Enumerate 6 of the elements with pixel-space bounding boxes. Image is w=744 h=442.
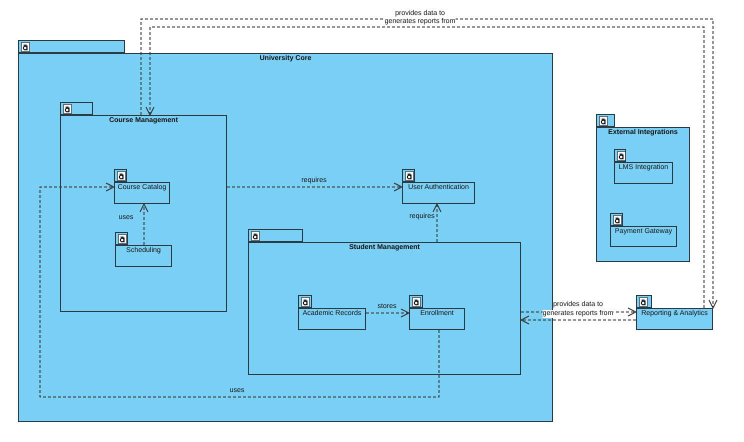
dependency-arrow xyxy=(140,204,148,246)
dependency-arrow xyxy=(40,182,440,398)
dependency-arrow xyxy=(432,204,442,242)
dependency-arrow xyxy=(520,316,636,324)
dependency-arrow xyxy=(366,308,410,318)
dependency-arrow xyxy=(226,182,402,192)
